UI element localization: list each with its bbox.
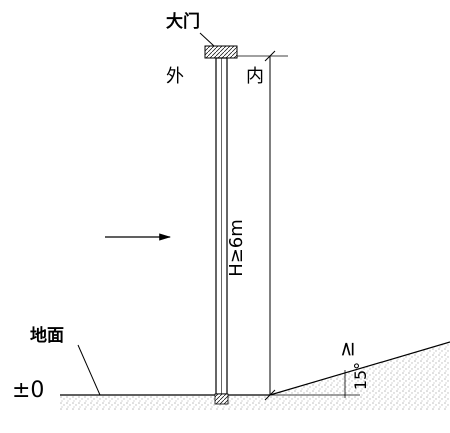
slope-line <box>269 341 450 396</box>
height-dimension-bottom-tick <box>264 389 276 401</box>
gate-cap <box>204 45 238 59</box>
slope-angle-label: 15° <box>351 361 371 391</box>
gate-label: 大门 <box>166 12 200 32</box>
outside-label: 外 <box>166 66 184 87</box>
ground-label-leader <box>77 344 101 396</box>
height-dimension-top-tick <box>264 50 276 62</box>
gate-footing <box>214 393 229 405</box>
zero-level-label: ±0 <box>12 378 45 403</box>
slope-sign-label: ≥ <box>334 340 359 358</box>
height-label: H≥6m <box>226 219 247 277</box>
ground-label: 地面 <box>30 326 64 346</box>
inside-label: 内 <box>246 66 264 87</box>
gate-label-leader <box>199 32 215 47</box>
ground-soil <box>60 342 450 410</box>
